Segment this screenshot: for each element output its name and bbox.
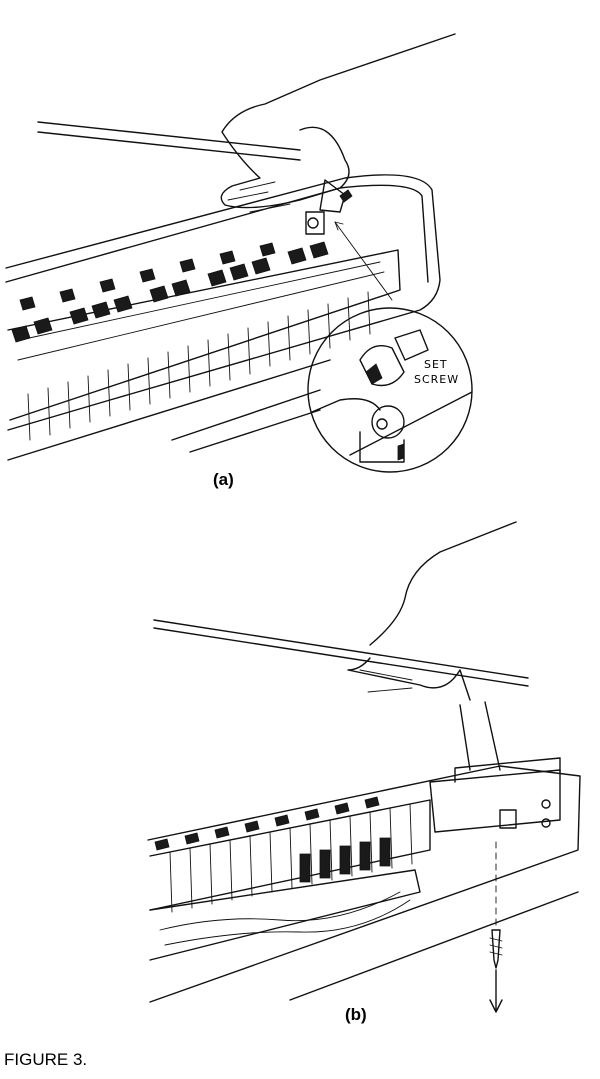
figure-caption: FIGURE 3. [4,1050,88,1069]
keys-b [149,796,431,913]
set-screw-icon [305,179,353,235]
magnified-detail [307,307,473,473]
panel-a-illustration: SET SCREW [0,0,600,505]
hand-icon [220,33,456,213]
hand-icon [347,521,517,701]
panel-a-label: (a) [213,470,234,489]
white-keys-a [17,261,385,441]
key-block-b [429,757,561,833]
down-arrow-icon [489,969,503,1013]
black-keys-a [11,241,329,343]
screw-callout-text: SCREW [414,373,460,386]
panel-b-label: (b) [345,1005,367,1024]
panel-a-drawing [5,33,473,473]
panel-b-drawing [147,521,581,1013]
set-callout-text: SET [424,358,448,371]
panel-b-illustration [0,520,600,1035]
wood-rail [149,869,421,961]
wood-screw-icon [489,841,503,969]
